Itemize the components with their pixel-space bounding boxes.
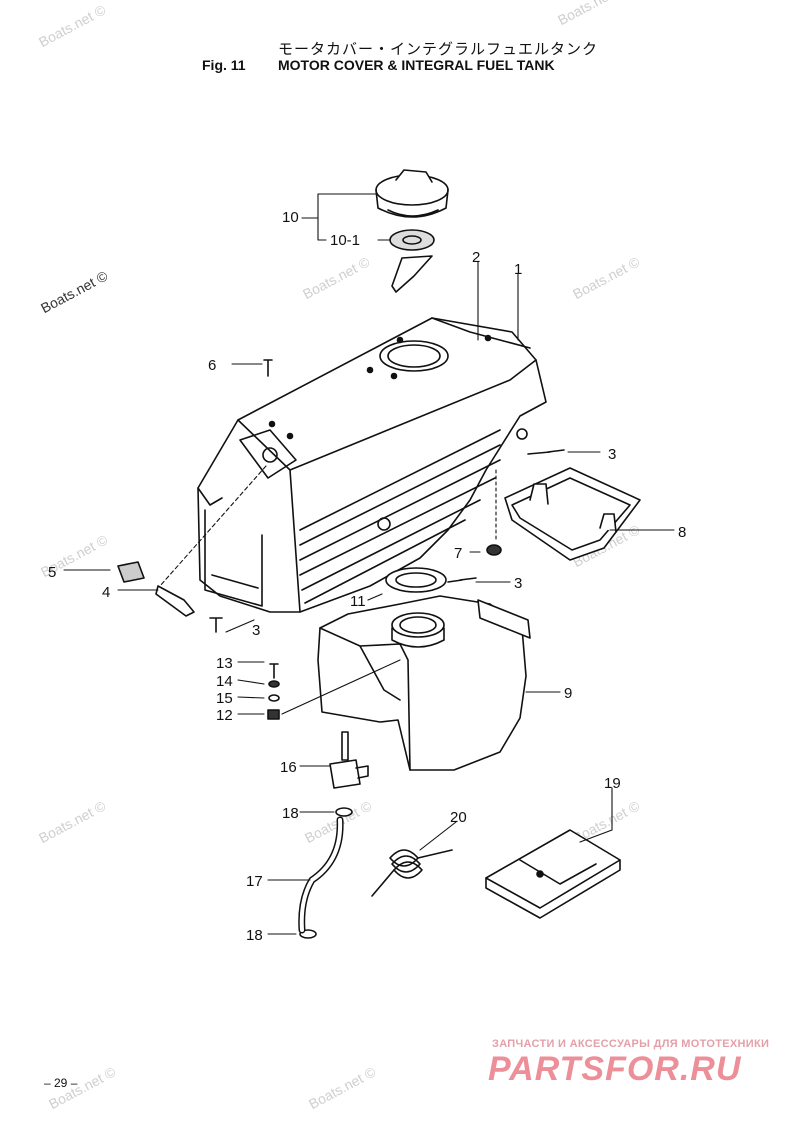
motor-cover-part [197, 317, 547, 613]
cap-strap-part [391, 255, 433, 293]
spacer-part [267, 709, 280, 720]
callout-1: 1 [514, 261, 522, 278]
page-number: – 29 – [44, 1076, 78, 1090]
washer-part [268, 680, 280, 688]
washer-part [268, 694, 280, 702]
japanese-title: モータカバー・インテグラルフュエルタンク [278, 41, 599, 58]
fuel-tank-part [317, 595, 531, 771]
callout-19: 19 [604, 775, 621, 792]
callout-9: 9 [564, 685, 572, 702]
callout-3: 3 [514, 575, 522, 592]
spring-part [371, 849, 453, 897]
callout-16: 16 [280, 759, 297, 776]
callout-3: 3 [608, 446, 616, 463]
callout-labels: 10 10-1 2 1 6 3 8 7 3 11 5 4 3 13 14 15 … [48, 209, 686, 944]
bracket-part [155, 585, 195, 617]
fuel-cock-part [329, 731, 369, 789]
diagram-title: MOTOR COVER & INTEGRAL FUEL TANK [278, 57, 555, 73]
callout-5: 5 [48, 564, 56, 581]
callout-11: 11 [350, 593, 366, 610]
bolt-part [527, 449, 565, 455]
callout-2: 2 [472, 249, 480, 266]
callout-20: 20 [450, 809, 467, 826]
callout-17: 17 [246, 873, 263, 890]
screw-part [263, 359, 273, 377]
grommet-part [385, 567, 447, 593]
callout-18: 18 [282, 805, 299, 822]
hose-clip-part [299, 929, 317, 939]
screw-part [269, 663, 279, 679]
callout-14: 14 [216, 673, 233, 690]
callout-10: 10 [282, 209, 299, 226]
callout-6: 6 [208, 357, 216, 374]
callout-4: 4 [102, 584, 110, 601]
pouch-part [485, 829, 621, 919]
brand-logo: PARTSFOR.RU [488, 1050, 742, 1088]
callout-8: 8 [678, 524, 686, 541]
callout-15: 15 [216, 690, 233, 707]
hose-clip-part [335, 807, 353, 817]
callout-13: 13 [216, 655, 233, 672]
callout-18: 18 [246, 927, 263, 944]
callout-3: 3 [252, 622, 260, 639]
bolt-part [209, 617, 223, 633]
callout-7: 7 [454, 545, 462, 562]
callout-10-1: 10-1 [330, 232, 360, 249]
callout-12: 12 [216, 707, 233, 724]
bolt-part [447, 577, 477, 583]
fuel-cap-gasket-part [389, 229, 435, 251]
pad-part [117, 561, 145, 583]
brand-tagline: ЗАПЧАСТИ И АКСЕССУАРЫ ДЛЯ МОТОТЕХНИКИ [492, 1038, 770, 1050]
figure-label: Fig. 11 [202, 57, 246, 73]
fuel-cap-part [375, 169, 449, 218]
tray-part [504, 467, 641, 561]
grommet-small-part [486, 544, 502, 556]
